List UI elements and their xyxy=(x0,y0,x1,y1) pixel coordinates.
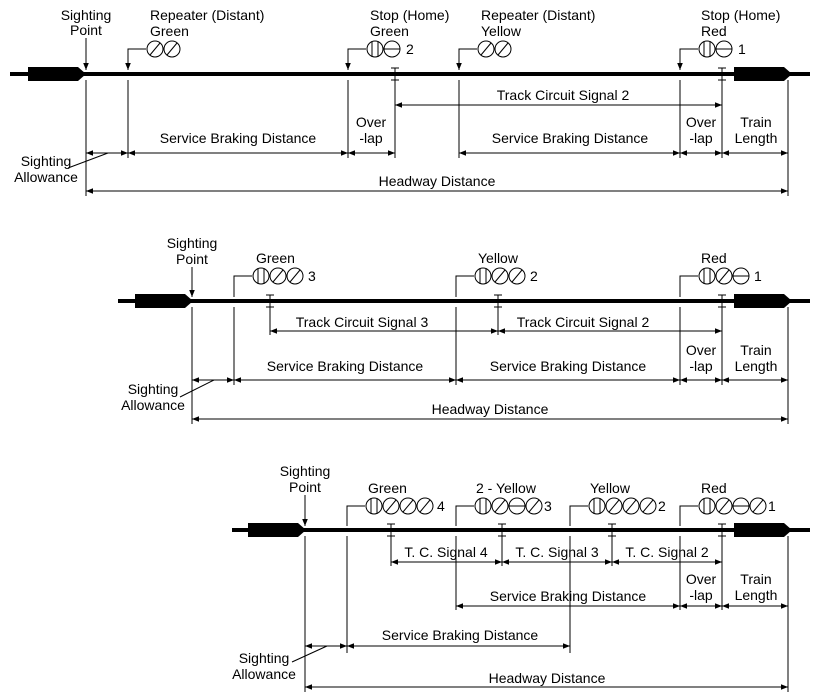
signal-number: 2 xyxy=(530,268,538,284)
braking-distance-label: Service Braking Distance xyxy=(490,358,647,374)
headway-distance-label: Headway Distance xyxy=(379,173,496,189)
braking-distance-label: Service Braking Distance xyxy=(490,588,647,604)
leader-line xyxy=(67,152,109,169)
aspect-label: Green xyxy=(368,480,407,496)
four-aspect-signal-head-icon xyxy=(346,497,434,526)
four-aspect-signal-head-icon xyxy=(679,497,767,526)
track-circuit-label: Track Circuit Signal 2 xyxy=(517,314,650,330)
three-aspect-signal-head-icon xyxy=(233,267,304,297)
braking-distance-label: Service Braking Distance xyxy=(492,130,649,146)
train-front-icon xyxy=(734,67,792,81)
aspect-label: Red xyxy=(701,250,727,266)
four-aspect-signal-head-icon xyxy=(455,497,543,526)
signal-type-label: Repeater (Distant) xyxy=(150,7,264,23)
dimension-extension-lines xyxy=(85,80,789,196)
stop-signal-head-icon xyxy=(679,40,733,70)
signal-number: 1 xyxy=(754,268,762,284)
overlap-label: -lap xyxy=(689,358,713,374)
sighting-allowance-label: Sighting xyxy=(239,650,290,666)
three-aspect-signal-head-icon xyxy=(455,267,526,297)
aspect-label: 2 - Yellow xyxy=(476,480,537,496)
sighting-point-label: Point xyxy=(70,22,102,38)
panel-1-two-aspect-diagram: Sighting Point Repeater (Distant) Green … xyxy=(10,7,810,196)
sighting-allowance-label: Allowance xyxy=(14,169,78,185)
track-circuit-label: T. C. Signal 2 xyxy=(625,544,708,560)
train-rear-icon xyxy=(248,523,306,537)
overlap-label: Over xyxy=(686,342,717,358)
aspect-label: Yellow xyxy=(478,250,519,266)
train-length-label: Length xyxy=(735,587,778,603)
signal-number: 1 xyxy=(768,498,776,514)
sighting-point-label: Sighting xyxy=(167,235,218,251)
train-front-icon xyxy=(734,294,792,308)
aspect-label: Green xyxy=(370,23,409,39)
track-circuit-label: Track Circuit Signal 3 xyxy=(296,314,429,330)
overlap-label: -lap xyxy=(689,587,713,603)
three-aspect-signal-head-icon xyxy=(679,267,750,297)
braking-distance-label: Service Braking Distance xyxy=(382,627,539,643)
aspect-label: Red xyxy=(701,480,727,496)
train-rear-icon xyxy=(28,67,86,81)
aspect-label: Yellow xyxy=(481,23,522,39)
train-length-label: Length xyxy=(735,358,778,374)
svg-text:Point: Point xyxy=(70,22,102,38)
overlap-label: Over xyxy=(356,114,387,130)
overlap-label: Over xyxy=(686,114,717,130)
four-aspect-signal-head-icon xyxy=(569,497,657,526)
track-circuit-label: Track Circuit Signal 2 xyxy=(497,87,630,103)
aspect-label: Yellow xyxy=(590,480,631,496)
panel-2-three-aspect-diagram: Sighting Point Green 3 Yellow 2 Red xyxy=(118,235,810,424)
sighting-point-label: Sighting xyxy=(61,7,112,23)
sighting-allowance-label: Sighting xyxy=(128,381,179,397)
signal-number: 2 xyxy=(406,41,414,57)
track-circuit-label: T. C. Signal 4 xyxy=(404,544,487,560)
sighting-point-label: Sighting xyxy=(280,463,331,479)
braking-distance-label: Service Braking Distance xyxy=(267,358,424,374)
sighting-point-label: Point xyxy=(176,251,208,267)
headway-distance-label: Headway Distance xyxy=(489,670,606,686)
train-front-icon xyxy=(734,523,792,537)
signal-type-label: Stop (Home) xyxy=(370,7,449,23)
train-length-label: Train xyxy=(740,571,771,587)
signal-number: 4 xyxy=(437,498,445,514)
signal-number: 3 xyxy=(544,498,552,514)
braking-distance-label: Service Braking Distance xyxy=(160,130,317,146)
overlap-label: Over xyxy=(686,571,717,587)
track-circuit-label: T. C. Signal 3 xyxy=(515,544,598,560)
signal-number: 2 xyxy=(658,498,666,514)
headway-distance-label: Headway Distance xyxy=(432,401,549,417)
repeater-signal-head-icon xyxy=(458,40,512,70)
aspect-label: Green xyxy=(256,250,295,266)
overlap-label: -lap xyxy=(359,130,383,146)
leader-line xyxy=(179,379,215,398)
signal-type-label: Repeater (Distant) xyxy=(481,7,595,23)
train-rear-icon xyxy=(135,294,193,308)
sighting-allowance-label: Allowance xyxy=(232,666,296,682)
signal-number: 3 xyxy=(308,268,316,284)
sighting-allowance-label: Sighting xyxy=(21,153,72,169)
leader-line xyxy=(291,645,328,663)
overlap-label: -lap xyxy=(689,130,713,146)
aspect-label: Green xyxy=(150,23,189,39)
panel-3-four-aspect-diagram: Sighting Point Green 4 2 - Yellow 3 Yell… xyxy=(232,463,810,692)
signal-type-label: Stop (Home) xyxy=(701,7,780,23)
repeater-signal-head-icon xyxy=(127,40,181,70)
svg-text:Sighting: Sighting xyxy=(61,7,112,23)
train-length-label: Length xyxy=(735,130,778,146)
sighting-allowance-label: Allowance xyxy=(121,397,185,413)
signal-number: 1 xyxy=(738,41,746,57)
train-length-label: Train xyxy=(740,114,771,130)
train-length-label: Train xyxy=(740,342,771,358)
aspect-label: Red xyxy=(701,23,727,39)
stop-signal-head-icon xyxy=(347,40,401,70)
sighting-point-label: Point xyxy=(289,479,321,495)
